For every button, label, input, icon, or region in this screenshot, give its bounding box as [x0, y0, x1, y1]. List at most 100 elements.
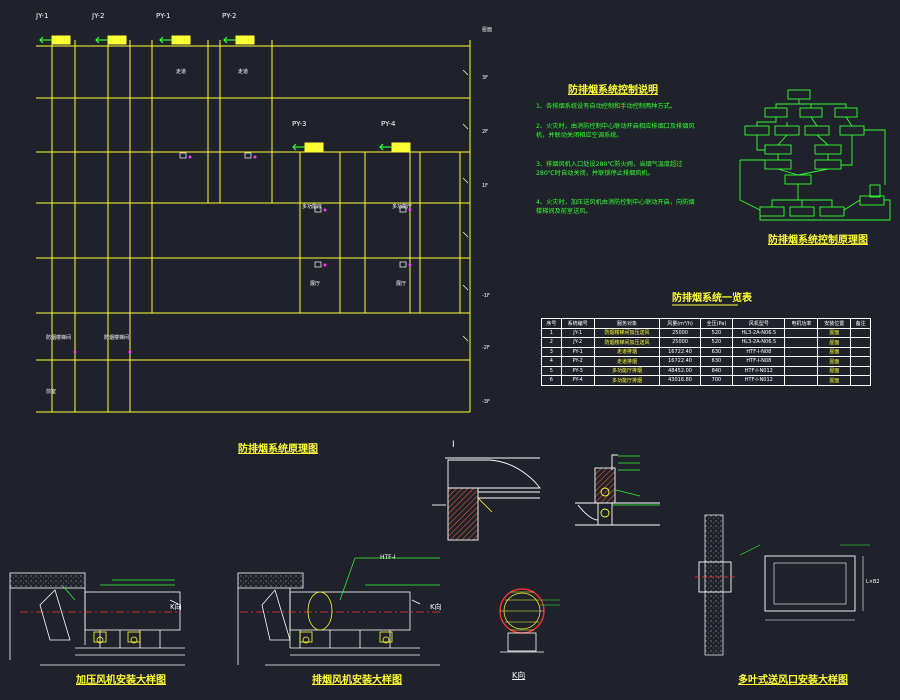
- table-row: 1 JY-1 防烟楼梯间加压送风 25000 520 HL3-2A-N06.5 …: [541, 327, 871, 338]
- space-label-multihall-2: 多功能厅: [392, 204, 413, 210]
- table-cell: 屋面: [817, 356, 852, 367]
- fan-tag-py3: PY-3: [292, 120, 307, 128]
- pressurization-fan-linework: [9, 572, 185, 666]
- space-label-stair-2: 防烟楼梯间: [104, 335, 130, 341]
- table-cell: HTF-I-N08: [732, 346, 786, 357]
- control-schematic-lines: [739, 89, 891, 221]
- fan-tag-py1: PY-1: [156, 12, 171, 20]
- table-row: 6 PY-4 多功能厅排烟 43016.80 700 HTF-I-N012 屋面: [541, 375, 871, 386]
- schedule-header: 系统编号: [560, 318, 595, 329]
- exhaust-fan-title: 排烟风机安装大样图: [312, 675, 402, 686]
- table-cell: HL3-2A-N06.5: [732, 337, 786, 348]
- louver-detail-title: 多叶式送风口安装大样图: [738, 675, 848, 686]
- table-cell: PY-2: [560, 356, 595, 367]
- space-label-front: 前室: [46, 389, 57, 395]
- table-cell: 25000: [659, 327, 701, 338]
- table-cell: PY-4: [560, 375, 595, 386]
- k-view-linework: [499, 588, 560, 653]
- k-marker-right: K向: [430, 603, 442, 611]
- table-cell: JY-2: [560, 337, 595, 348]
- level-b2: -2F: [482, 345, 490, 351]
- table-cell: 屋面: [817, 375, 852, 386]
- schedule-header: 序号: [541, 318, 562, 329]
- schedule-table: 序号 系统编号 服务对象 风量(m³/h) 全压(Pa) 风机型号 电机功率 安…: [541, 318, 871, 386]
- schedule-header: 风机型号: [732, 318, 786, 329]
- table-cell: 走道排烟: [593, 346, 661, 357]
- table-cell: [850, 327, 871, 338]
- table-cell: 1: [541, 327, 562, 338]
- level-roof: 屋面: [482, 27, 493, 33]
- schedule-title: 防排烟系统一览表: [672, 293, 752, 304]
- riser-diagram: [36, 35, 471, 413]
- table-cell: 630: [699, 356, 734, 367]
- table-cell: 520: [699, 337, 734, 348]
- level-b3: -3F: [482, 399, 490, 405]
- table-cell: [850, 337, 871, 348]
- table-cell: [784, 375, 819, 386]
- louver-dim-tag: L×B2: [866, 579, 880, 585]
- schedule-header: 备注: [850, 318, 871, 329]
- table-cell: 840: [699, 365, 734, 376]
- space-label-hall: 展厅: [310, 281, 321, 287]
- control-note-3: 3、排烟风机入口处设280℃防火阀，当烟气温度超过280℃时自动关闭，并联锁停止…: [536, 161, 683, 178]
- space-label-corridor: 走道: [176, 69, 187, 75]
- space-label-stair: 防烟楼梯间: [46, 335, 72, 341]
- control-note-1: 1、各排烟系统设有自动控制和手动控制两种方式。: [536, 103, 677, 110]
- table-cell: 屋面: [817, 365, 852, 376]
- level-1f: 1F: [482, 183, 489, 189]
- table-cell: 3: [541, 346, 562, 357]
- table-row: 2 JY-2 防烟楼梯间加压送风 25000 520 HL3-2A-N06.5 …: [541, 337, 871, 348]
- riser-diagram-title: 防排烟系统原理图: [238, 444, 318, 455]
- table-cell: 16722.40: [659, 356, 701, 367]
- space-label-hall-2: 展厅: [396, 281, 407, 287]
- table-cell: 5: [541, 365, 562, 376]
- space-label-corridor-2: 走道: [238, 69, 249, 75]
- k-view-title: K向: [512, 671, 526, 680]
- table-cell: 16722.40: [659, 346, 701, 357]
- detail-i-linework: [432, 457, 541, 541]
- detail-i-label: I: [452, 440, 455, 450]
- table-cell: 700: [699, 375, 734, 386]
- table-row: 4 PY-2 走道排烟 16722.40 630 HTF-I-N08 屋面: [541, 356, 871, 367]
- table-cell: HL3-2A-N06.5: [732, 327, 786, 338]
- table-cell: 多功能厅排烟: [593, 375, 661, 386]
- table-cell: 6: [541, 375, 562, 386]
- table-cell: [784, 337, 819, 348]
- schedule-header: 安装位置: [817, 318, 852, 329]
- table-cell: 630: [699, 346, 734, 357]
- space-label-multihall: 多功能厅: [302, 204, 323, 210]
- table-cell: [850, 356, 871, 367]
- table-cell: 4: [541, 356, 562, 367]
- schedule-header-row: 序号 系统编号 服务对象 风量(m³/h) 全压(Pa) 风机型号 电机功率 安…: [541, 318, 871, 329]
- fan-tag-jy1: JY-1: [36, 12, 49, 20]
- table-cell: 防烟楼梯间加压送风: [593, 337, 661, 348]
- table-row: 5 PY-3 多功能厅排烟 48452.00 840 HTF-I-N012 屋面: [541, 365, 871, 376]
- louver-detail-linework: [695, 514, 870, 656]
- table-cell: 屋面: [817, 346, 852, 357]
- table-cell: [784, 327, 819, 338]
- table-row: 3 PY-1 走道排烟 16722.40 630 HTF-I-N08 屋面: [541, 346, 871, 357]
- table-cell: 防烟楼梯间加压送风: [593, 327, 661, 338]
- table-cell: [850, 375, 871, 386]
- hx-tag: HTF-I: [380, 554, 396, 561]
- pressurization-fan-title: 加压风机安装大样图: [76, 675, 166, 686]
- exhaust-fan-linework: [237, 572, 440, 666]
- table-cell: 屋面: [817, 327, 852, 338]
- control-note-2: 2、火灾时，由消防控制中心联动开启相应排烟口及排烟风机，并联动关闭相应空调系统。: [536, 123, 695, 140]
- schedule-header: 电机功率: [784, 318, 819, 329]
- level-3f: 3F: [482, 75, 489, 81]
- table-cell: 屋面: [817, 337, 852, 348]
- schedule-header: 服务对象: [593, 318, 661, 329]
- table-cell: PY-1: [560, 346, 595, 357]
- table-cell: 520: [699, 327, 734, 338]
- table-cell: 43016.80: [659, 375, 701, 386]
- control-schematic-title: 防排烟系统控制原理图: [768, 235, 868, 246]
- table-cell: 走道排烟: [593, 356, 661, 367]
- level-b1: -1F: [482, 293, 490, 299]
- fan-tag-py2: PY-2: [222, 12, 237, 20]
- control-note-4: 4、火灾时，加压送风机由消防控制中心联动开启，向防烟楼梯间及前室送风。: [536, 199, 695, 216]
- table-cell: [784, 346, 819, 357]
- detail-mount-linework: [575, 454, 660, 526]
